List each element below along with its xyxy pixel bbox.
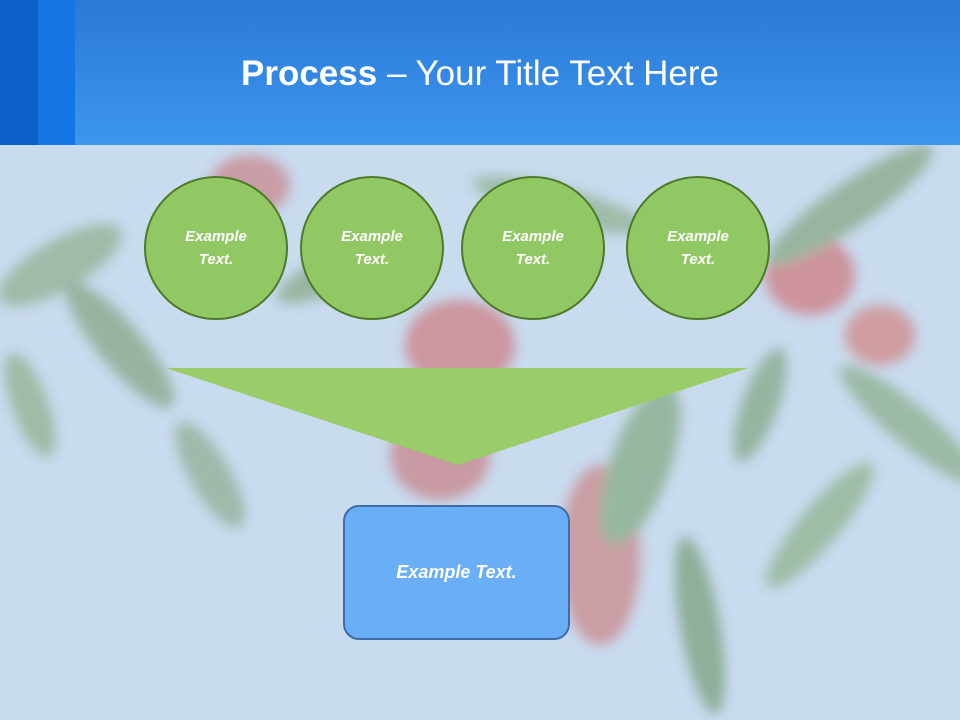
circle-label: Example Text. xyxy=(185,228,247,268)
process-step-circle-4[interactable]: Example Text. xyxy=(626,176,770,320)
accent-stripe xyxy=(0,0,38,145)
process-step-circle-1[interactable]: Example Text. xyxy=(144,176,288,320)
circle-label: Example Text. xyxy=(502,228,564,268)
circle-label: Example Text. xyxy=(341,228,403,268)
process-step-circle-2[interactable]: Example Text. xyxy=(300,176,444,320)
title-bold-part: Process xyxy=(241,54,378,93)
slide-title[interactable]: Process – Your Title Text Here xyxy=(75,52,885,96)
circle-label: Example Text. xyxy=(667,228,729,268)
funnel-triangle[interactable] xyxy=(166,368,748,466)
title-bar: Process – Your Title Text Here xyxy=(0,0,960,145)
process-step-circle-3[interactable]: Example Text. xyxy=(461,176,605,320)
result-box[interactable]: Example Text. xyxy=(343,505,570,640)
accent-stripe xyxy=(38,0,75,145)
title-regular-part: – Your Title Text Here xyxy=(377,54,719,93)
result-box-label: Example Text. xyxy=(396,562,517,582)
